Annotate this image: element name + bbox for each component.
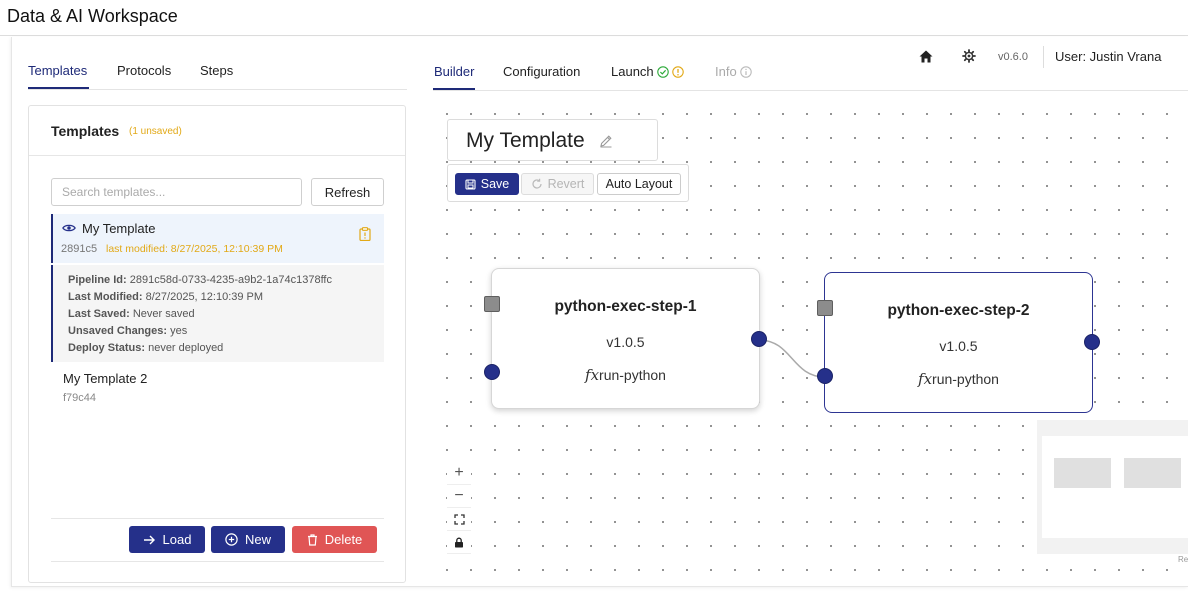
revert-button[interactable]: Revert — [521, 173, 594, 195]
detail-pipeline-id: Pipeline Id: 2891c58d-0733-4235-a9b2-1a7… — [68, 274, 332, 286]
search-templates-input[interactable] — [51, 178, 302, 206]
attribution-label[interactable]: Re — [1178, 555, 1188, 564]
lock-icon — [455, 537, 463, 547]
template-list-item-selected[interactable]: My Template 2891c5 last modified: 8/27/2… — [51, 214, 384, 263]
template-hash: 2891c5 — [61, 243, 98, 255]
tab-steps[interactable]: Steps — [200, 63, 234, 78]
tab-launch[interactable]: Launch — [611, 64, 684, 79]
minimap[interactable] — [1037, 420, 1188, 554]
unsaved-badge: (1 unsaved) — [129, 126, 182, 137]
tab-info[interactable]: Info — [715, 64, 752, 79]
save-button[interactable]: Save — [455, 173, 519, 195]
template-name: My Template — [82, 221, 156, 236]
load-label: Load — [162, 532, 192, 547]
zoom-controls: + − — [447, 462, 471, 556]
revert-icon — [532, 178, 542, 189]
node-version: v1.0.5 — [606, 334, 645, 350]
template-name: My Template 2 — [63, 371, 148, 386]
function-icon: fx — [918, 370, 933, 388]
template-details: Pipeline Id: 2891c58d-0733-4235-a9b2-1a7… — [51, 265, 384, 362]
fit-view-icon — [453, 513, 465, 525]
node-1-config-port[interactable] — [484, 296, 500, 312]
arrow-right-icon — [143, 535, 155, 544]
check-circle-icon — [656, 65, 669, 78]
eye-icon — [62, 224, 76, 232]
node-function: fxrun-python — [585, 366, 666, 384]
node-title: python-exec-step-2 — [887, 302, 1030, 319]
new-label: New — [244, 532, 271, 547]
info-icon — [739, 65, 752, 78]
active-tab-indicator — [28, 87, 89, 89]
save-icon — [465, 178, 476, 190]
version-label: v0.6.0 — [998, 51, 1028, 63]
delete-button[interactable]: Delete — [292, 526, 377, 553]
minimap-node — [1054, 458, 1111, 488]
header-divider — [0, 35, 1188, 36]
new-button[interactable]: New — [211, 526, 285, 553]
template-last-modified: last modified: 8/27/2025, 12:10:39 PM — [106, 243, 283, 255]
template-name-editor[interactable]: My Template — [447, 119, 658, 161]
detail-deploy-status: Deploy Status: never deployed — [68, 342, 224, 354]
tab-protocols[interactable]: Protocols — [117, 63, 172, 78]
footer-divider — [51, 518, 384, 519]
footer-divider-bottom — [51, 561, 384, 562]
template-list-item[interactable]: My Template 2 f79c44 — [63, 371, 147, 404]
lock-button[interactable] — [447, 531, 471, 554]
node-2-input-port[interactable] — [817, 368, 833, 384]
templates-panel-header: Templates (1 unsaved) — [29, 106, 405, 156]
plus-circle-icon — [225, 533, 238, 546]
template-hash: f79c44 — [63, 392, 97, 404]
tabs-divider — [433, 90, 1188, 91]
node-2-output-port[interactable] — [1084, 334, 1100, 350]
tabs-divider — [28, 89, 407, 90]
warning-circle-icon — [671, 65, 684, 78]
gear-icon[interactable] — [962, 49, 976, 63]
node-version: v1.0.5 — [939, 338, 978, 354]
minimap-node — [1124, 458, 1181, 488]
function-icon: fx — [585, 366, 600, 384]
builder-toolbar: Save Revert Auto Layout — [447, 164, 689, 202]
tab-templates[interactable]: Templates — [28, 63, 88, 78]
node-function: fxrun-python — [918, 370, 999, 388]
load-button[interactable]: Load — [129, 526, 205, 553]
tab-builder[interactable]: Builder — [434, 64, 475, 79]
header-separator — [1043, 46, 1044, 68]
node-1-input-port[interactable] — [484, 364, 500, 380]
zoom-out-button[interactable]: − — [447, 485, 471, 508]
active-tab-indicator — [433, 88, 475, 90]
node-1-output-port[interactable] — [751, 331, 767, 347]
delete-label: Delete — [324, 532, 363, 547]
pipeline-node-step-2[interactable]: python-exec-step-2 v1.0.5 fxrun-python — [824, 272, 1093, 413]
zoom-in-button[interactable]: + — [447, 462, 471, 485]
user-label: User: Justin Vrana — [1055, 49, 1162, 64]
node-2-config-port[interactable] — [817, 300, 833, 316]
pencil-icon[interactable] — [599, 134, 613, 148]
templates-panel-title: Templates — [51, 123, 120, 139]
home-icon[interactable] — [919, 50, 933, 63]
refresh-button[interactable]: Refresh — [311, 178, 384, 206]
auto-layout-button[interactable]: Auto Layout — [597, 173, 681, 195]
templates-panel: Templates (1 unsaved) Refresh My Templat… — [28, 105, 406, 583]
fit-view-button[interactable] — [447, 508, 471, 531]
app-title: Data & AI Workspace — [7, 6, 178, 26]
node-title: python-exec-step-1 — [554, 298, 697, 315]
pipeline-node-step-1[interactable]: python-exec-step-1 v1.0.5 fxrun-python — [491, 268, 760, 409]
template-name-text: My Template — [466, 129, 585, 152]
detail-last-saved: Last Saved: Never saved — [68, 308, 195, 320]
detail-unsaved-changes: Unsaved Changes: yes — [68, 325, 188, 337]
clipboard-icon[interactable] — [359, 227, 371, 241]
tab-configuration[interactable]: Configuration — [503, 64, 581, 79]
trash-icon — [307, 533, 317, 546]
detail-last-modified: Last Modified: 8/27/2025, 12:10:39 PM — [68, 291, 264, 303]
